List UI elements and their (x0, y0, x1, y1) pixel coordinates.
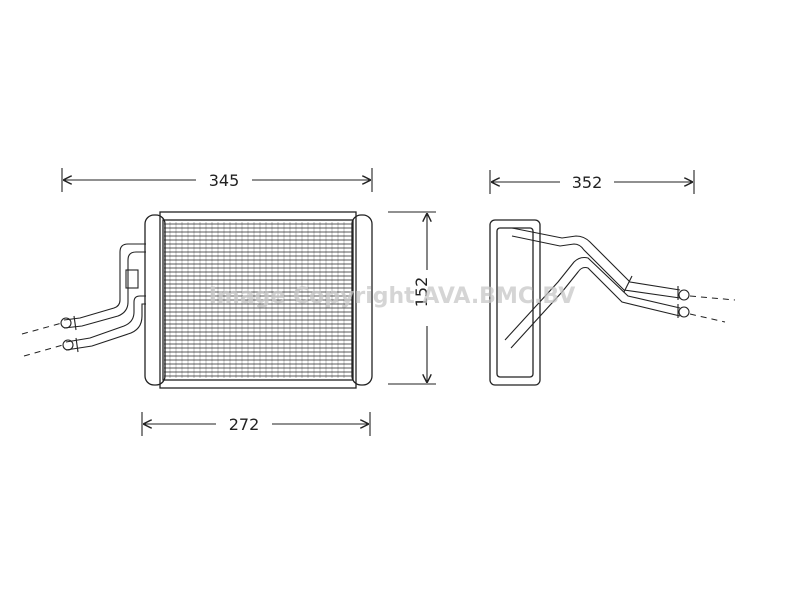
side-view (489, 219, 736, 386)
pipe-clip (125, 269, 139, 289)
side-pipe-lower (504, 256, 681, 341)
side-centerline-upper (689, 295, 736, 301)
side-pipe-end-upper (678, 289, 690, 301)
side-pipes (504, 227, 690, 349)
side-pipe-upper-inner (511, 235, 681, 299)
core-width-label: 272 (229, 415, 260, 434)
pipe-centerline-upper (21, 322, 63, 335)
pipe-lower-inner (65, 303, 146, 351)
front-view (21, 211, 373, 389)
dimension-overall-width (61, 168, 373, 192)
side-pipe-end-lower (678, 306, 690, 318)
dimension-core-height (388, 211, 436, 385)
dimension-depth (489, 170, 695, 194)
pipe-upper (63, 243, 146, 321)
depth-label: 352 (572, 173, 603, 192)
pipe-end-lower (62, 339, 74, 351)
pipe-upper-inner (63, 251, 146, 329)
side-pipe-lower-inner (510, 266, 681, 349)
inlet-outlet-pipes (60, 243, 146, 353)
pipe-centerline-lower (23, 344, 64, 357)
core-fins (164, 222, 352, 378)
core-height-label: 152 (412, 277, 431, 308)
left-tank (144, 214, 166, 386)
side-pipe-upper (511, 227, 681, 291)
dimension-core-width (141, 412, 371, 436)
side-tank-inner (496, 227, 534, 378)
core-inner-frame (162, 219, 354, 381)
overall-width-label: 345 (209, 171, 240, 190)
radiator-core (159, 211, 357, 389)
side-centerline-lower (689, 313, 726, 323)
watermark: Image Copyright AVA.BMC.BV (209, 284, 576, 309)
pipe-end-upper (60, 317, 72, 329)
pipe-lower (65, 295, 146, 343)
